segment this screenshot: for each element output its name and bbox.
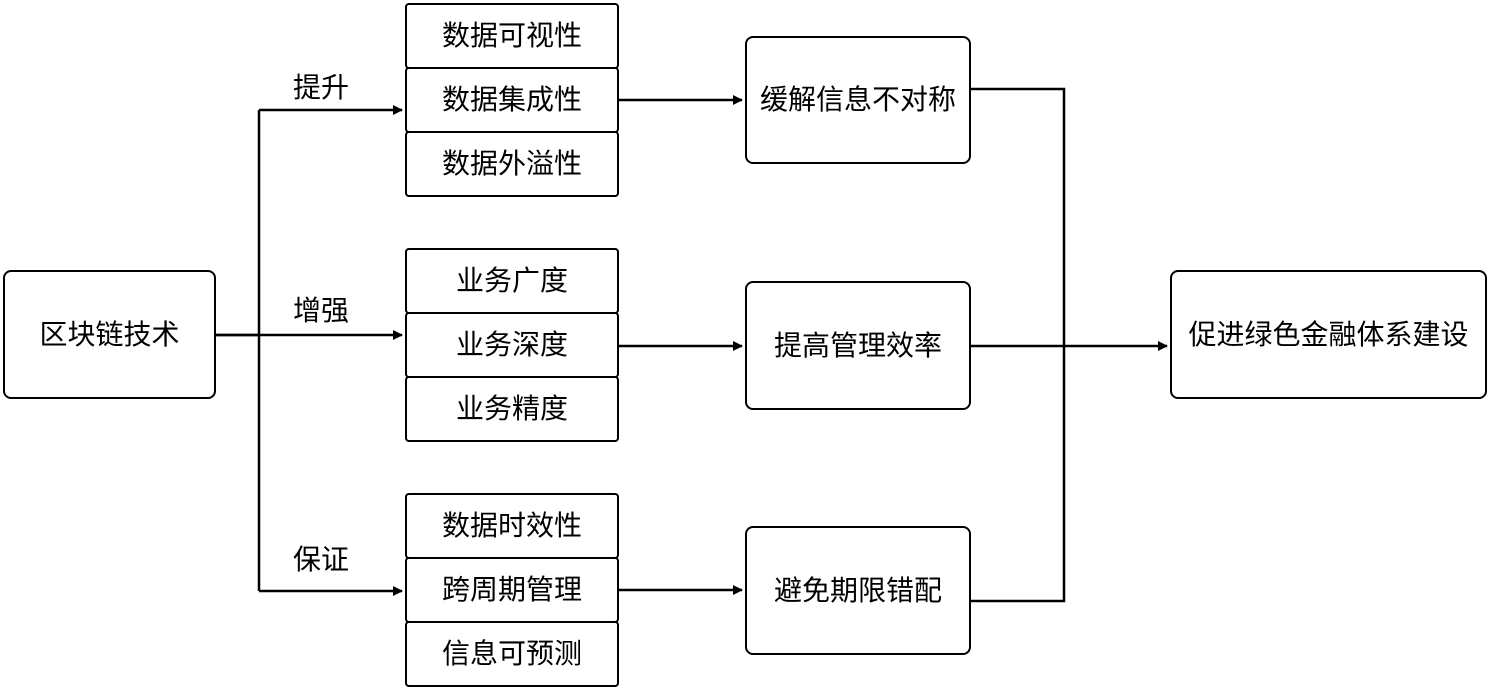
group-1-item-1: 数据可视性 (405, 3, 619, 69)
group-3-item-2: 跨周期管理 (405, 557, 619, 623)
group-3-item-3-label: 信息可预测 (441, 637, 582, 670)
group-1-item-1-label: 数据可视性 (441, 19, 582, 52)
group-2-item-1: 业务广度 (405, 248, 619, 314)
group-2-item-3: 业务精度 (405, 376, 619, 442)
group-3-item-1-label: 数据时效性 (441, 509, 582, 542)
effect-node-2-label: 提高管理效率 (773, 328, 942, 362)
group-3-item-1: 数据时效性 (405, 493, 619, 559)
node-source: 区块链技术 (3, 270, 216, 399)
effect-node-3: 避免期限错配 (745, 526, 971, 655)
effect-node-2: 提高管理效率 (745, 281, 971, 410)
edge-label-2: 增强 (293, 294, 350, 327)
group-1-item-3-label: 数据外溢性 (441, 147, 582, 180)
edge-label-1: 提升 (293, 71, 350, 104)
group-2-item-1-label: 业务广度 (455, 264, 568, 297)
node-target-label: 促进绿色金融体系建设 (1188, 317, 1469, 351)
group-1-item-2: 数据集成性 (405, 67, 619, 133)
group-2-item-2: 业务深度 (405, 312, 619, 378)
effect-node-1: 缓解信息不对称 (745, 36, 971, 164)
edge-label-3: 保证 (293, 543, 350, 576)
effect-node-3-label: 避免期限错配 (773, 573, 942, 607)
effect-node-1-label: 缓解信息不对称 (759, 83, 956, 116)
node-target: 促进绿色金融体系建设 (1170, 270, 1487, 399)
group-1-item-2-label: 数据集成性 (441, 83, 582, 116)
group-1-item-3: 数据外溢性 (405, 131, 619, 197)
group-2-item-3-label: 业务精度 (455, 392, 568, 425)
group-3-item-2-label: 跨周期管理 (441, 573, 582, 606)
node-source-label: 区块链技术 (39, 317, 180, 351)
group-2-item-2-label: 业务深度 (455, 328, 568, 361)
group-3-item-3: 信息可预测 (405, 621, 619, 687)
